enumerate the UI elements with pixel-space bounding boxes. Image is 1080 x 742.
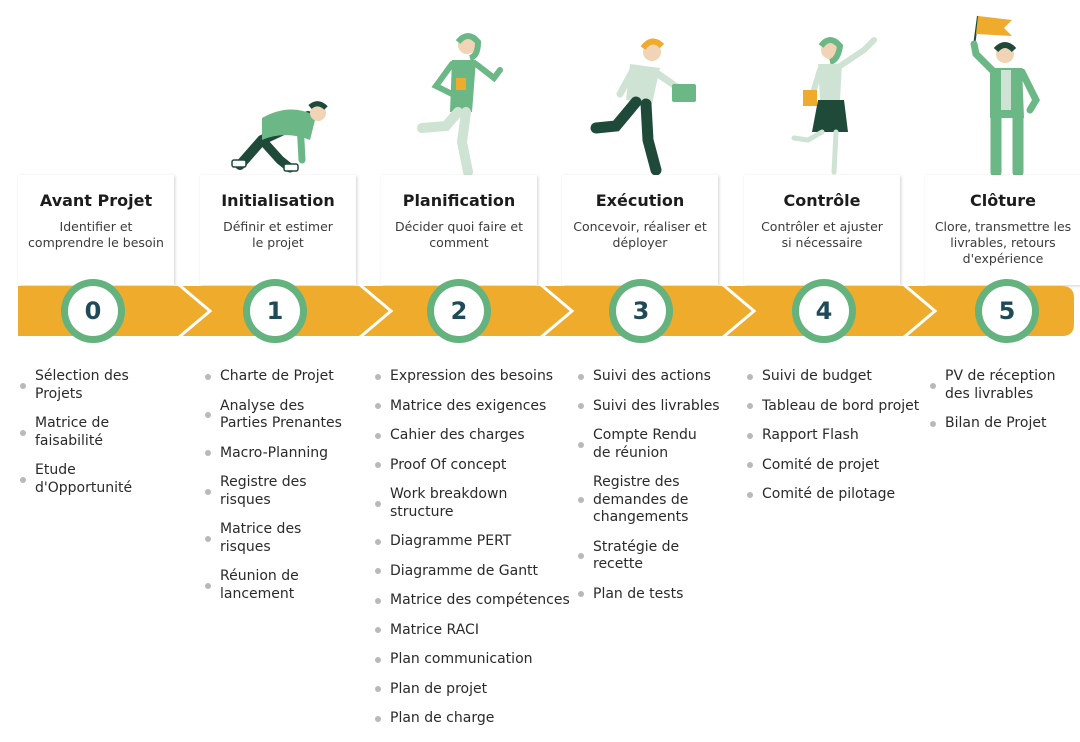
list-item: Work breakdown structure	[375, 486, 520, 521]
list-item: Proof Of concept	[375, 457, 570, 475]
list-item: Bilan de Projet	[930, 415, 1070, 433]
list-item: Suivi des actions	[578, 368, 733, 386]
phase-title: Planification	[402, 191, 516, 210]
step-number: 0	[68, 286, 118, 336]
step-badge-4: 4	[792, 279, 856, 343]
list-item: Diagramme PERT	[375, 533, 570, 551]
list-item: Cahier des charges	[375, 427, 570, 445]
chevron-divider-4	[721, 282, 757, 340]
chevron-divider-1	[177, 282, 213, 340]
list-item: Matrice des risques	[205, 521, 355, 556]
deliverables-list-5: PV de réception des livrables Bilan de P…	[930, 368, 1070, 445]
list-item: Matrice des compétences	[375, 592, 570, 610]
step-number: 1	[250, 286, 300, 336]
step-badge-5: 5	[975, 279, 1039, 343]
step-badge-3: 3	[609, 279, 673, 343]
list-item: Plan de tests	[578, 586, 733, 604]
man-with-flag-icon	[970, 15, 1040, 178]
list-item: Réunion de lancement	[205, 568, 355, 603]
list-item: Suivi des livrables	[578, 398, 733, 416]
step-badge-2: 2	[427, 279, 491, 343]
list-item: Tableau de bord projet	[747, 398, 922, 416]
step-badge-1: 1	[243, 279, 307, 343]
list-item: Matrice des exigences	[375, 398, 570, 416]
list-item: Registre des demandes de changements	[578, 474, 698, 527]
list-item: Compte Rendu de réunion	[578, 427, 718, 462]
list-item: Registre des risques	[205, 474, 355, 509]
list-item: Plan communication	[375, 651, 570, 669]
list-item: PV de réception des livrables	[930, 368, 1070, 403]
list-item: Diagramme de Gantt	[375, 563, 570, 581]
phase-title: Exécution	[595, 191, 685, 210]
phase-title: Contrôle	[783, 191, 861, 210]
list-item: Macro-Planning	[205, 445, 355, 463]
list-item: Matrice de faisabilité	[20, 415, 138, 450]
deliverables-list-1: Charte de Projet Analyse des Parties Pre…	[205, 368, 355, 615]
list-item: Comité de projet	[747, 457, 922, 475]
list-item: Plan de charge	[375, 710, 570, 728]
list-item: Sélection des Projets	[20, 368, 138, 403]
timeline-band	[18, 282, 1074, 340]
deliverables-list-4: Suivi de budget Tableau de bord projet R…	[747, 368, 922, 516]
phase-title: Initialisation	[221, 191, 335, 210]
step-number: 5	[982, 286, 1032, 336]
list-item: Charte de Projet	[205, 368, 355, 386]
list-item: Comité de pilotage	[747, 486, 922, 504]
chevron-divider-5	[902, 282, 938, 340]
list-item: Stratégie de recette	[578, 539, 733, 574]
list-item: Rapport Flash	[747, 427, 922, 445]
step-number: 4	[799, 286, 849, 336]
step-badge-0: 0	[61, 279, 125, 343]
step-number: 3	[616, 286, 666, 336]
list-item: Etude d'Opportunité	[20, 462, 138, 497]
deliverables-list-2: Expression des besoins Matrice des exige…	[375, 368, 570, 740]
phase-title: Avant Projet	[39, 191, 153, 210]
waving-woman-icon	[791, 37, 877, 175]
list-item: Analyse des Parties Prenantes	[205, 398, 355, 433]
list-item: Expression des besoins	[375, 368, 570, 386]
step-number: 2	[434, 286, 484, 336]
chevron-divider-3	[539, 282, 575, 340]
running-woman-icon	[417, 33, 503, 177]
deliverables-list-3: Suivi des actions Suivi des livrables Co…	[578, 368, 733, 615]
crouching-person-icon	[231, 101, 328, 173]
list-item: Plan de projet	[375, 681, 570, 699]
chevron-divider-2	[358, 282, 394, 340]
deliverables-list-0: Sélection des Projets Matrice de faisabi…	[20, 368, 138, 509]
running-man-briefcase-icon	[590, 38, 696, 176]
list-item: Suivi de budget	[747, 368, 922, 386]
phase-title: Clôture	[970, 191, 1036, 210]
figures-illustration	[231, 15, 1040, 178]
list-item: Matrice RACI	[375, 622, 570, 640]
